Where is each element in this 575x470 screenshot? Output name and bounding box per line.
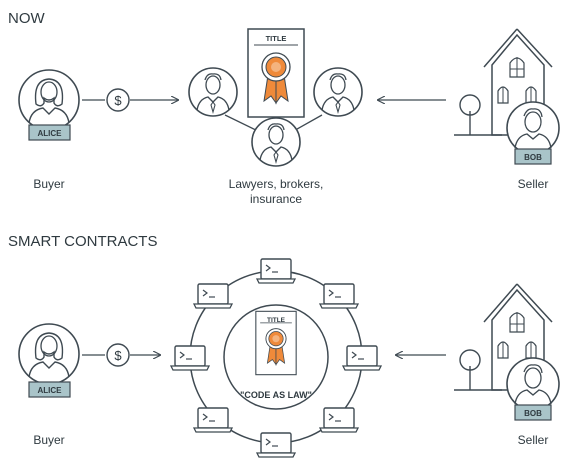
buyer-label-2: Buyer bbox=[33, 433, 64, 447]
intermediaries-label-line2: insurance bbox=[250, 192, 302, 206]
intermediaries-label-line1: Lawyers, brokers, bbox=[229, 177, 324, 191]
laptop-icon bbox=[256, 258, 296, 284]
alice-badge: ALICE bbox=[28, 124, 71, 141]
dollar-sign-2: $ bbox=[114, 348, 122, 363]
alice-badge-label: ALICE bbox=[38, 129, 63, 138]
buyer-label: Buyer bbox=[33, 177, 64, 191]
buyer-alice-avatar-2 bbox=[18, 323, 80, 385]
bob-badge-label-2: BOB bbox=[524, 409, 542, 418]
dollar-sign: $ bbox=[114, 93, 122, 108]
title-certificate-icon: TITLE bbox=[247, 28, 305, 118]
laptop-icon bbox=[193, 407, 233, 433]
code-as-law-label: "CODE AS LAW" bbox=[240, 390, 312, 400]
laptop-icon bbox=[319, 283, 359, 309]
laptop-icon bbox=[342, 345, 382, 371]
dollar-coin-icon-2: $ bbox=[106, 343, 130, 367]
now-section-title: NOW bbox=[8, 10, 46, 27]
alice-badge-label-2: ALICE bbox=[38, 386, 63, 395]
laptop-icon bbox=[319, 407, 359, 433]
title-doc-label: TITLE bbox=[266, 34, 287, 43]
lawyer-avatar-left bbox=[188, 67, 238, 117]
seller-bob-avatar bbox=[506, 101, 560, 155]
buyer-alice-avatar bbox=[18, 69, 80, 131]
title-doc-label-2: TITLE bbox=[267, 317, 286, 324]
laptop-icon bbox=[193, 283, 233, 309]
title-certificate-icon-2: TITLE bbox=[255, 310, 297, 376]
seller-label-2: Seller bbox=[518, 433, 549, 447]
seller-label: Seller bbox=[518, 177, 549, 191]
laptop-icon bbox=[170, 345, 210, 371]
bob-badge-2: BOB bbox=[514, 404, 552, 421]
alice-badge-2: ALICE bbox=[28, 381, 71, 398]
smart-contracts-section-title: SMART CONTRACTS bbox=[8, 233, 157, 250]
broker-avatar-right bbox=[313, 67, 363, 117]
bob-badge: BOB bbox=[514, 148, 552, 165]
bob-badge-label: BOB bbox=[524, 153, 542, 162]
dollar-coin-icon: $ bbox=[106, 88, 130, 112]
seller-bob-avatar-2 bbox=[506, 357, 560, 411]
laptop-icon bbox=[256, 432, 296, 458]
insurance-avatar-bottom bbox=[251, 117, 301, 167]
